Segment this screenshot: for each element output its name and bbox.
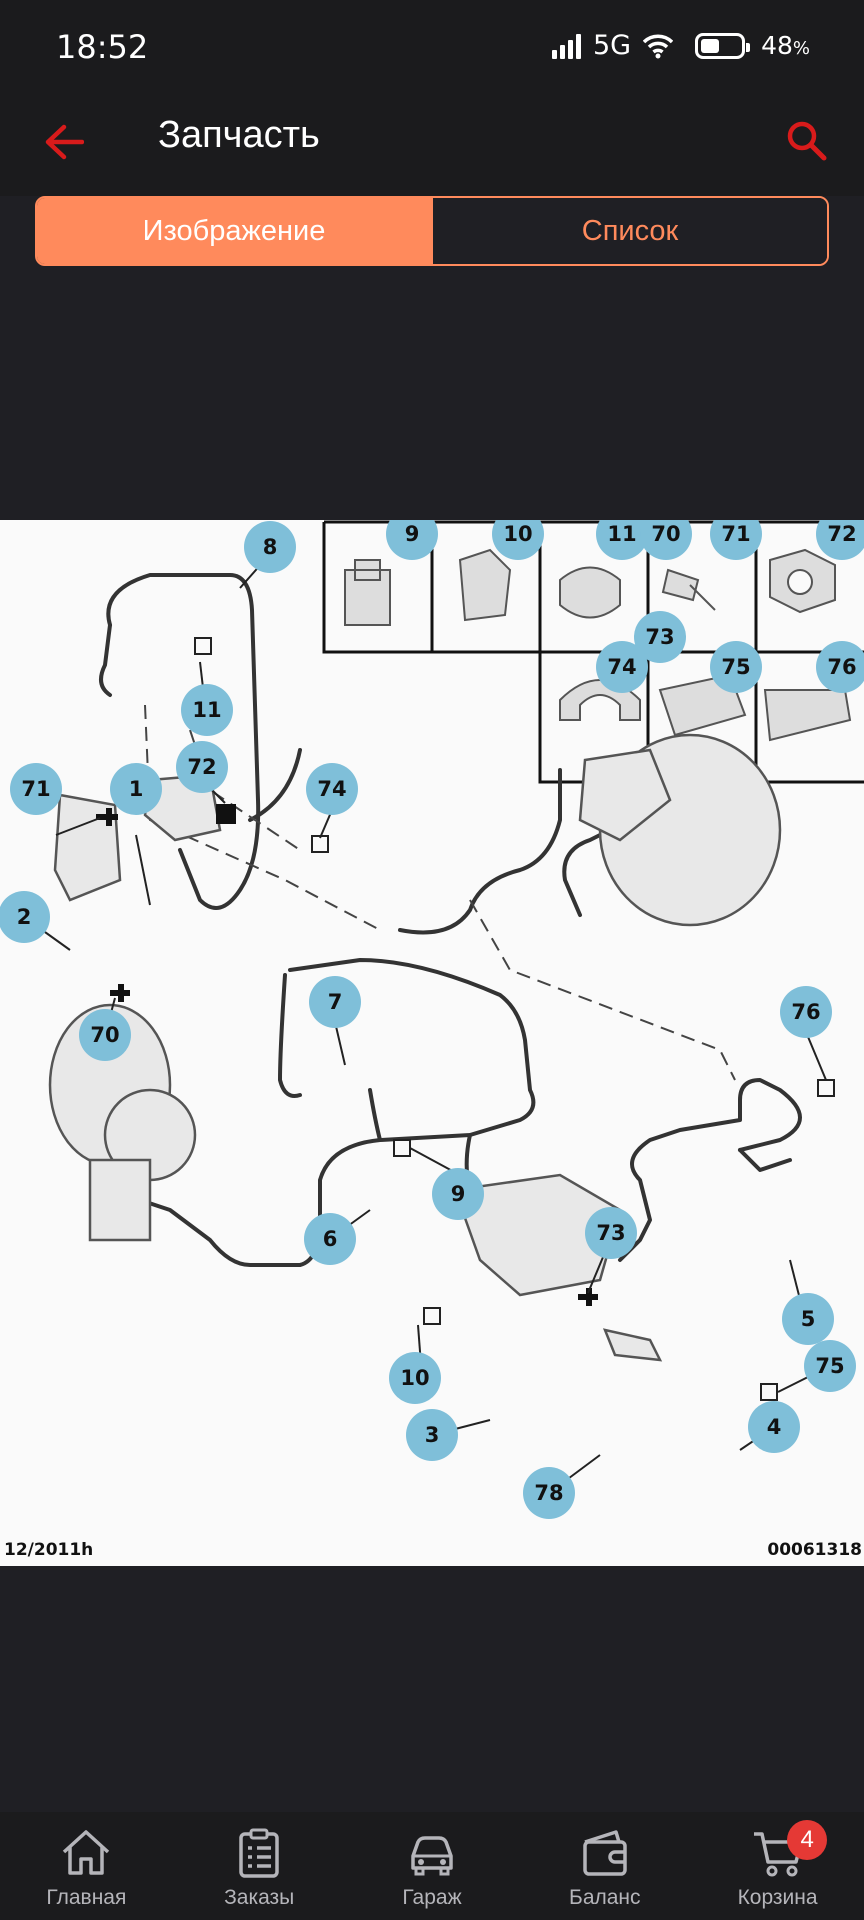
- callout-label: 78: [534, 1481, 563, 1505]
- callout-bubble[interactable]: [432, 1168, 484, 1220]
- callout-label: 71: [21, 777, 50, 801]
- callout-label: 11: [607, 522, 636, 546]
- callout-label: 73: [645, 625, 674, 649]
- callout-bubble[interactable]: [634, 611, 686, 663]
- callout-bubble[interactable]: [306, 763, 358, 815]
- callout-label: 70: [90, 1023, 119, 1047]
- callout-bubble[interactable]: [406, 1409, 458, 1461]
- car-icon: [411, 1836, 453, 1876]
- callout-label: 72: [827, 522, 856, 546]
- callout-bubble[interactable]: [523, 1467, 575, 1519]
- callout-bubble[interactable]: [596, 520, 648, 560]
- callout-label: 72: [187, 755, 216, 779]
- callout-label: 9: [451, 1182, 466, 1206]
- callout-label: 9: [405, 522, 420, 546]
- callout-bubble[interactable]: [244, 521, 296, 573]
- callout-label: 76: [827, 655, 856, 679]
- nav-home-label: Главная: [46, 1886, 127, 1909]
- nav-orders[interactable]: Заказы: [173, 1812, 346, 1920]
- callout-label: 74: [607, 655, 636, 679]
- app-bar: Запчасть: [0, 96, 864, 196]
- callout-label: 74: [317, 777, 346, 801]
- search-icon: [787, 121, 827, 161]
- callout-bubble[interactable]: [0, 891, 50, 943]
- view-toggle: Изображение Список: [35, 196, 829, 266]
- callout-bubble[interactable]: [10, 763, 62, 815]
- callout-label: 11: [192, 698, 221, 722]
- tab-list[interactable]: Список: [431, 198, 827, 264]
- callout-bubble[interactable]: [585, 1207, 637, 1259]
- callout-bubble[interactable]: [110, 763, 162, 815]
- callout-label: 6: [323, 1227, 338, 1251]
- nav-orders-label: Заказы: [224, 1886, 295, 1909]
- back-button[interactable]: [36, 114, 92, 170]
- nav-cart-label: Корзина: [737, 1886, 818, 1909]
- callout-label: 4: [767, 1415, 782, 1439]
- callout-label: 7: [328, 990, 343, 1014]
- callout-bubble[interactable]: [304, 1213, 356, 1265]
- callout-bubble[interactable]: [748, 1401, 800, 1453]
- callout-bubble[interactable]: [640, 520, 692, 560]
- callout-bubble[interactable]: [804, 1340, 856, 1392]
- callout-bubble[interactable]: [176, 741, 228, 793]
- callout-label: 3: [425, 1423, 440, 1447]
- network-type: 5G: [592, 30, 632, 61]
- callout-bubble[interactable]: [710, 520, 762, 560]
- search-button[interactable]: [774, 108, 838, 172]
- callout-label: 10: [503, 522, 532, 546]
- parts-diagram: 8 9 10 11 70 71 72 73 74 75 76 11 71 1 72 74 2 70 7 76 9 6 73 5…: [0, 520, 864, 1566]
- diagram-code: 00061318: [767, 1540, 862, 1560]
- tab-image[interactable]: Изображение: [37, 198, 431, 264]
- callout-bubble[interactable]: [710, 641, 762, 693]
- wifi-icon: [643, 34, 674, 58]
- callout-bubble[interactable]: [79, 1009, 131, 1061]
- callout-label: 71: [721, 522, 750, 546]
- callout-bubble[interactable]: [309, 976, 361, 1028]
- page-title: Запчасть: [158, 114, 320, 156]
- callout-label: 5: [801, 1307, 816, 1331]
- callout-label: 73: [596, 1221, 625, 1245]
- callout-label: 76: [791, 1000, 820, 1024]
- callout-bubble[interactable]: [492, 520, 544, 560]
- nav-home[interactable]: Главная: [0, 1812, 173, 1920]
- status-icons: 5G 48%: [551, 30, 810, 61]
- home-icon: [63, 1830, 110, 1875]
- battery-icon: [695, 32, 751, 59]
- callout-group: 8 9 10 11 70 71 72 73 74 75 76 11 71 1 72 74 2 70 7 76 9 6 73 5…: [0, 520, 864, 1519]
- nav-balance-label: Баланс: [569, 1886, 641, 1909]
- callout-label: 1: [129, 777, 144, 801]
- callout-bubble[interactable]: [389, 1352, 441, 1404]
- callout-bubble[interactable]: [386, 520, 438, 560]
- callout-label: 75: [721, 655, 750, 679]
- nav-cart[interactable]: Корзина 4: [691, 1812, 864, 1920]
- callout-label: 10: [400, 1366, 429, 1390]
- callout-label: 2: [17, 905, 32, 929]
- bottom-nav: Главная Заказы Гараж Баланс К: [0, 1812, 864, 1920]
- callout-label: 8: [263, 535, 278, 559]
- parts-diagram-drawing: 8 9 10 11 70 71 72 73 74 75 76 11 71 1 72 74 2 70 7 76 9 6 73 5…: [0, 520, 864, 1519]
- callout-bubble[interactable]: [816, 641, 864, 693]
- cart-badge: 4: [787, 1820, 828, 1860]
- callout-bubble[interactable]: [181, 684, 233, 736]
- callout-bubble[interactable]: [780, 986, 832, 1038]
- callout-label: 75: [815, 1354, 844, 1378]
- orders-icon: [239, 1828, 279, 1878]
- diagram-date: 12/2011h: [4, 1540, 94, 1560]
- callout-bubble[interactable]: [596, 641, 648, 693]
- wallet-icon: [583, 1830, 627, 1876]
- status-time: 18:52: [56, 28, 149, 66]
- nav-balance[interactable]: Баланс: [518, 1812, 691, 1920]
- nav-garage-label: Гараж: [402, 1886, 462, 1909]
- arrow-left-icon: [45, 124, 84, 160]
- status-bar: 18:52 5G 48%: [0, 0, 864, 96]
- callout-bubble[interactable]: [816, 520, 864, 560]
- nav-garage[interactable]: Гараж: [346, 1812, 519, 1920]
- callout-bubble[interactable]: [782, 1293, 834, 1345]
- battery-percent: 48%: [761, 31, 810, 60]
- signal-icon: [551, 33, 581, 59]
- callout-label: 70: [651, 522, 680, 546]
